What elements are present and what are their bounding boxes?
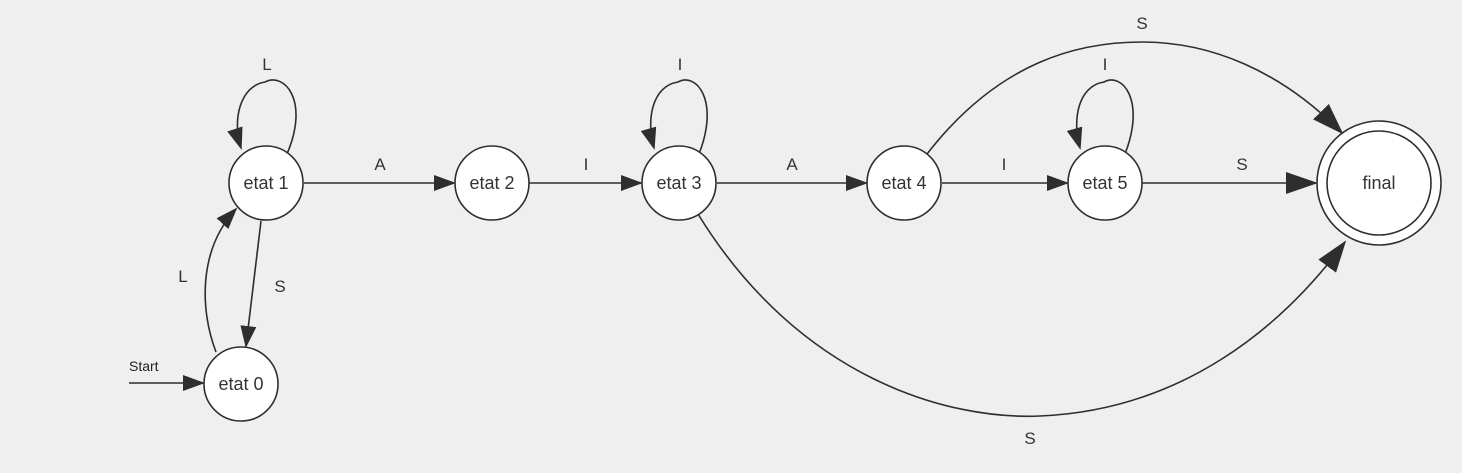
state-etat0-label: etat 0: [218, 374, 263, 394]
edge-etat3-final: [697, 213, 1347, 418]
edge-label-etat1-etat2: A: [374, 155, 386, 174]
edge-label-etat2-etat3: I: [584, 155, 589, 174]
edge-label-etat4-etat5: I: [1002, 155, 1007, 174]
edge-label-etat4-final: S: [1136, 14, 1147, 33]
state-etat0-circle: [203, 346, 279, 422]
edge-etat5-loop: [1066, 79, 1134, 155]
state-etat5[interactable]: etat 5: [1067, 145, 1143, 221]
edge-label-etat3-final: S: [1024, 429, 1035, 448]
state-etat4[interactable]: etat 4: [866, 145, 942, 221]
state-etat5-label: etat 5: [1082, 173, 1127, 193]
state-etat4-circle: [866, 145, 942, 221]
edge-etat1-etat0: [240, 220, 262, 348]
edge-label-etat3-etat4: A: [786, 155, 798, 174]
state-final-label: final: [1362, 173, 1395, 193]
edge-label-etat0-etat1: L: [178, 267, 187, 286]
state-final-inner-circle: [1326, 130, 1432, 236]
edge-etat4-final: [926, 41, 1344, 155]
edge-label-etat3-loop: I: [678, 55, 683, 74]
state-etat3-label: etat 3: [656, 173, 701, 193]
state-etat3[interactable]: etat 3: [641, 145, 717, 221]
state-etat0[interactable]: etat 0: [203, 346, 279, 422]
state-etat2-circle: [454, 145, 530, 221]
state-final[interactable]: final: [1316, 120, 1442, 246]
state-etat1[interactable]: etat 1: [228, 145, 304, 221]
state-etat3-circle: [641, 145, 717, 221]
state-etat5-circle: [1067, 145, 1143, 221]
state-etat1-circle: [228, 145, 304, 221]
edge-etat3-loop: [640, 79, 708, 155]
state-etat2[interactable]: etat 2: [454, 145, 530, 221]
state-etat4-label: etat 4: [881, 173, 926, 193]
state-etat1-label: etat 1: [243, 173, 288, 193]
edge-label-etat5-final: S: [1236, 155, 1247, 174]
edge-label-etat1-etat0: S: [274, 277, 285, 296]
edge-etat1-loop: [227, 79, 297, 155]
edge-etat0-etat1: [204, 207, 238, 353]
start-label: Start: [129, 358, 159, 374]
state-etat2-label: etat 2: [469, 173, 514, 193]
edge-label-etat1-loop: L: [262, 55, 271, 74]
edge-label-etat5-loop: I: [1103, 55, 1108, 74]
